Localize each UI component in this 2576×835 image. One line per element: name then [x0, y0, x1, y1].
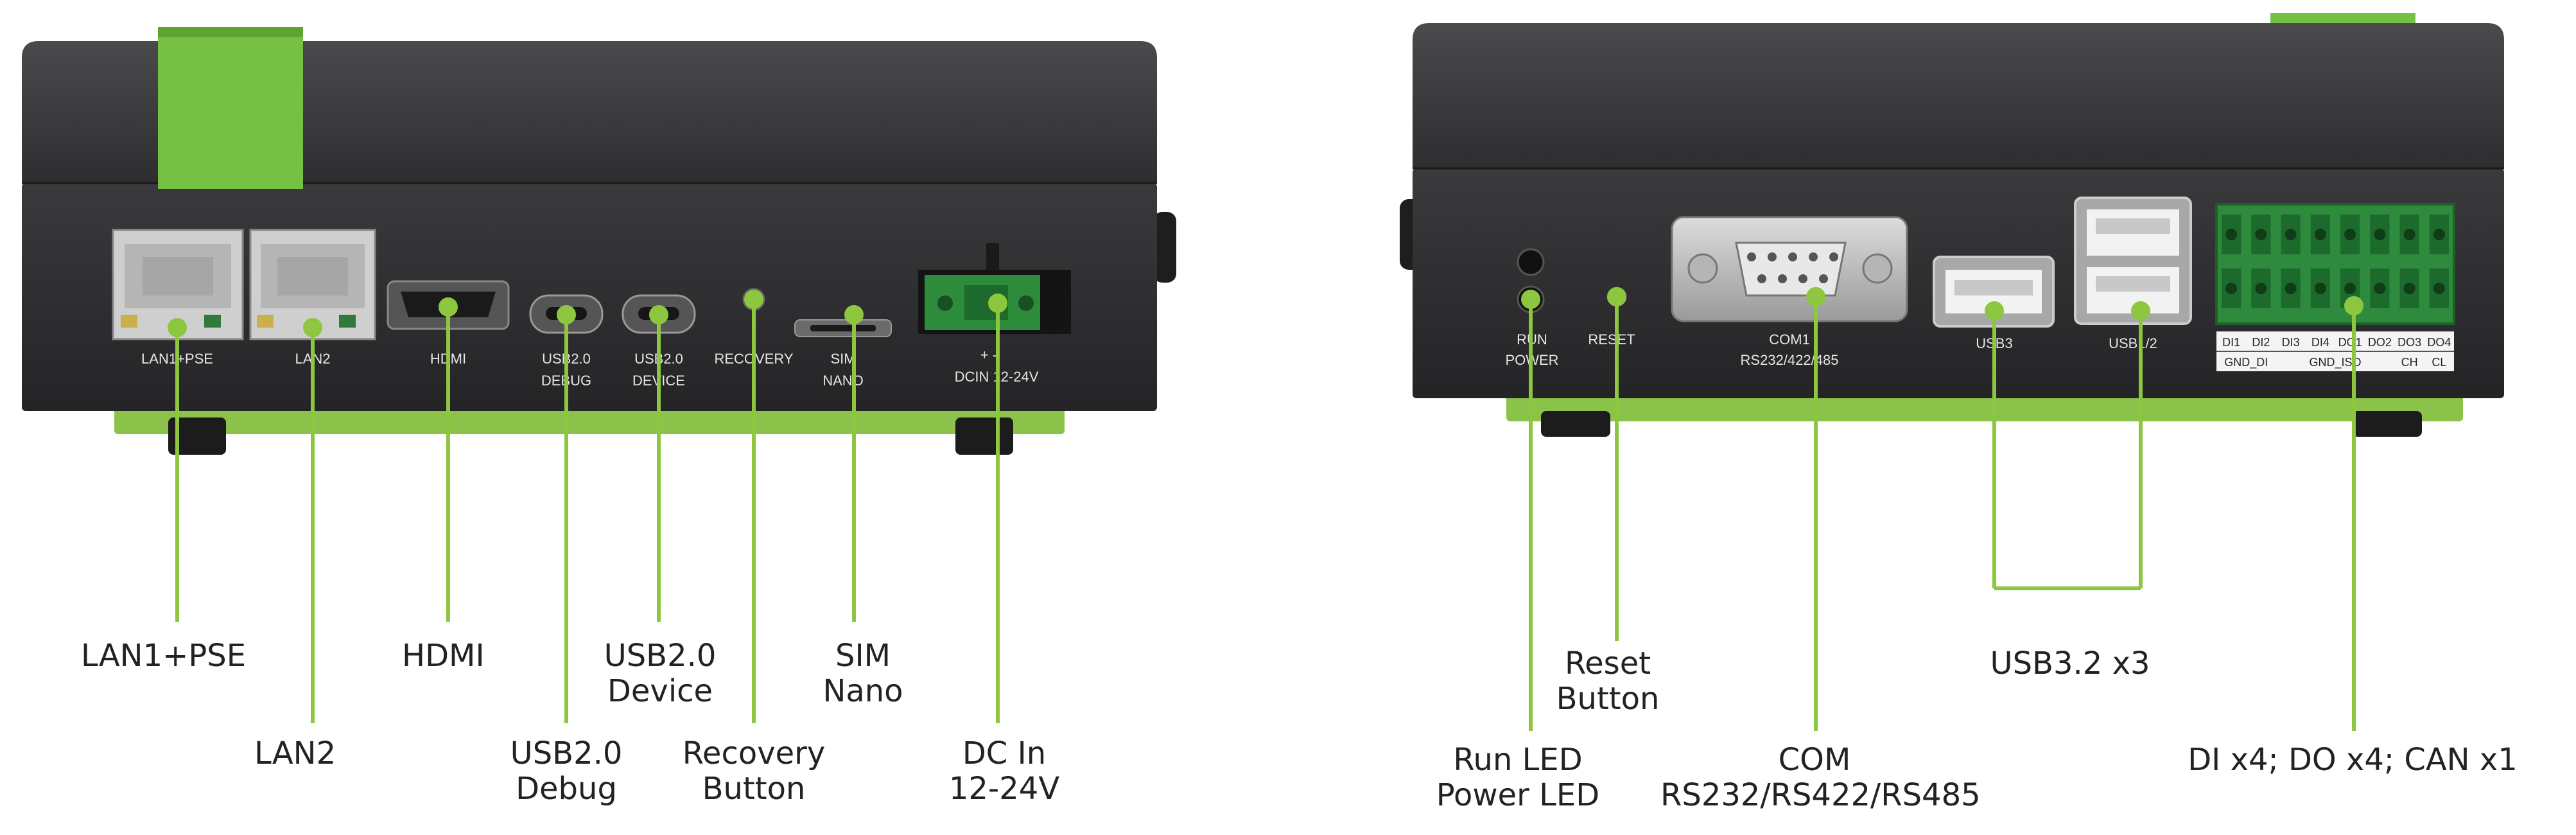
callout-leds: Run LED Power LED [1422, 742, 1614, 814]
callout-dc: DC In 12-24V [940, 735, 1068, 807]
front-foot-left [168, 418, 226, 455]
silk-dio-top: DO1 [2338, 336, 2362, 349]
rear-foot-left [1541, 411, 1610, 437]
callout-usb-debug-line1: USB2.0 [510, 735, 623, 771]
silk-dio-top: DO4 [2427, 336, 2451, 349]
usb1-2-port [2074, 197, 2192, 325]
silk-dc-polarity: + - [980, 347, 997, 363]
silk-dio-top: DI3 [2282, 336, 2300, 349]
silk-com-2: RS232/422/485 [1741, 352, 1839, 368]
callout-lan2: LAN2 [254, 735, 336, 771]
terminal-screw [2403, 283, 2415, 294]
silk-dio-bottom: CL [2432, 356, 2446, 369]
front-leader-lines [168, 290, 1007, 723]
callout-hdmi: HDMI [402, 638, 485, 674]
callout-leds-line2: Power LED [1436, 777, 1600, 814]
terminal-screw [2374, 283, 2386, 294]
callout-reset: Reset Button [1537, 646, 1678, 717]
terminal-screw [2255, 229, 2267, 240]
silk-sim-2: NANO [822, 373, 864, 389]
callout-com-line1: COM [1778, 742, 1851, 778]
terminal-screw [2344, 229, 2356, 240]
silk-com-1: COM1 [1769, 331, 1810, 347]
terminal-screw [2433, 283, 2445, 294]
callout-sim-line1: SIM [835, 638, 891, 674]
front-side-knob [1153, 212, 1176, 283]
callout-recovery-line2: Button [702, 771, 806, 807]
terminal-screw [2255, 283, 2267, 294]
callout-lan2-text: LAN2 [254, 735, 336, 771]
silk-dio-top: DI2 [2252, 336, 2270, 349]
callout-usb-debug: USB2.0 Debug [496, 735, 637, 807]
silk-sim-1: SIM [830, 351, 855, 367]
callout-reset-line1: Reset [1564, 646, 1651, 681]
silk-dio-top: DI4 [2311, 336, 2329, 349]
sim-slot [794, 319, 892, 337]
callout-usb-device: USB2.0 Device [589, 638, 731, 709]
callout-hdmi-text: HDMI [402, 638, 485, 674]
silk-dio-bottom: CH [2401, 356, 2418, 369]
callout-usb-debug-line2: Debug [516, 771, 617, 807]
terminal-screw [2314, 283, 2326, 294]
rear-housing-top [1413, 23, 2504, 168]
callout-sim-line2: Nano [822, 673, 903, 710]
terminal-screw [2433, 229, 2445, 240]
callout-usb-device-line1: USB2.0 [604, 638, 717, 674]
callout-dio-text: DI x4; DO x4; CAN x1 [2188, 742, 2518, 778]
callout-com: COM RS232/RS422/RS485 [1660, 742, 1981, 814]
terminal-screw [2314, 229, 2326, 240]
front-green-clip [158, 27, 303, 189]
terminal-screw [2225, 283, 2238, 294]
silk-dio-top: DO2 [2368, 336, 2392, 349]
callout-recovery-line1: Recovery [682, 735, 826, 771]
front-foot-right [955, 418, 1013, 455]
terminal-screw [2225, 229, 2238, 240]
callout-leds-line1: Run LED [1453, 742, 1583, 778]
callout-com-line2: RS232/RS422/RS485 [1660, 777, 1981, 814]
callout-lan1-text: LAN1+PSE [81, 638, 247, 674]
silk-dio-bottom: GND_DI [2224, 356, 2268, 369]
callout-lan1: LAN1+PSE [81, 638, 246, 674]
terminal-screw [2374, 229, 2386, 240]
terminal-screw [2344, 283, 2356, 294]
callout-dc-line2: 12-24V [948, 771, 1060, 807]
rear-foot-right [2353, 411, 2422, 437]
callout-dio: DI x4; DO x4; CAN x1 [2186, 742, 2519, 778]
rear-view: RUN POWER RESET COM1 RS232/422/485 USB3 … [1400, 13, 2504, 731]
usb3-port [1933, 256, 2055, 328]
com-port [1671, 216, 1908, 322]
terminal-screw [2284, 283, 2297, 294]
silk-reset: RESET [1588, 331, 1635, 347]
rear-leader-lines [1521, 287, 2363, 731]
callout-usb-text: USB3.2 x3 [1990, 646, 2150, 681]
front-housing-top [22, 41, 1157, 183]
front-view: LAN1+PSE LAN2 HDMI USB2.0 DEBUG USB2.0 D… [22, 27, 1176, 723]
terminal-screw [2403, 229, 2415, 240]
silk-usb1-2: USB1/2 [2109, 335, 2157, 351]
silk-dio-top: DI1 [2222, 336, 2240, 349]
callout-dc-line1: DC In [962, 735, 1047, 771]
callout-usb: USB3.2 x3 [1987, 646, 2154, 681]
callout-recovery: Recovery Button [670, 735, 837, 807]
callout-sim: SIM Nano [799, 638, 927, 709]
silk-dio-bottom: GND_ISO [2309, 356, 2361, 369]
silk-dio-top: DO3 [2398, 336, 2421, 349]
terminal-screw [2284, 229, 2297, 240]
callout-usb-device-line2: Device [607, 673, 713, 710]
dio-terminal-block [2215, 203, 2455, 371]
callout-reset-line2: Button [1556, 681, 1660, 717]
rear-base-plate [1506, 392, 2463, 421]
